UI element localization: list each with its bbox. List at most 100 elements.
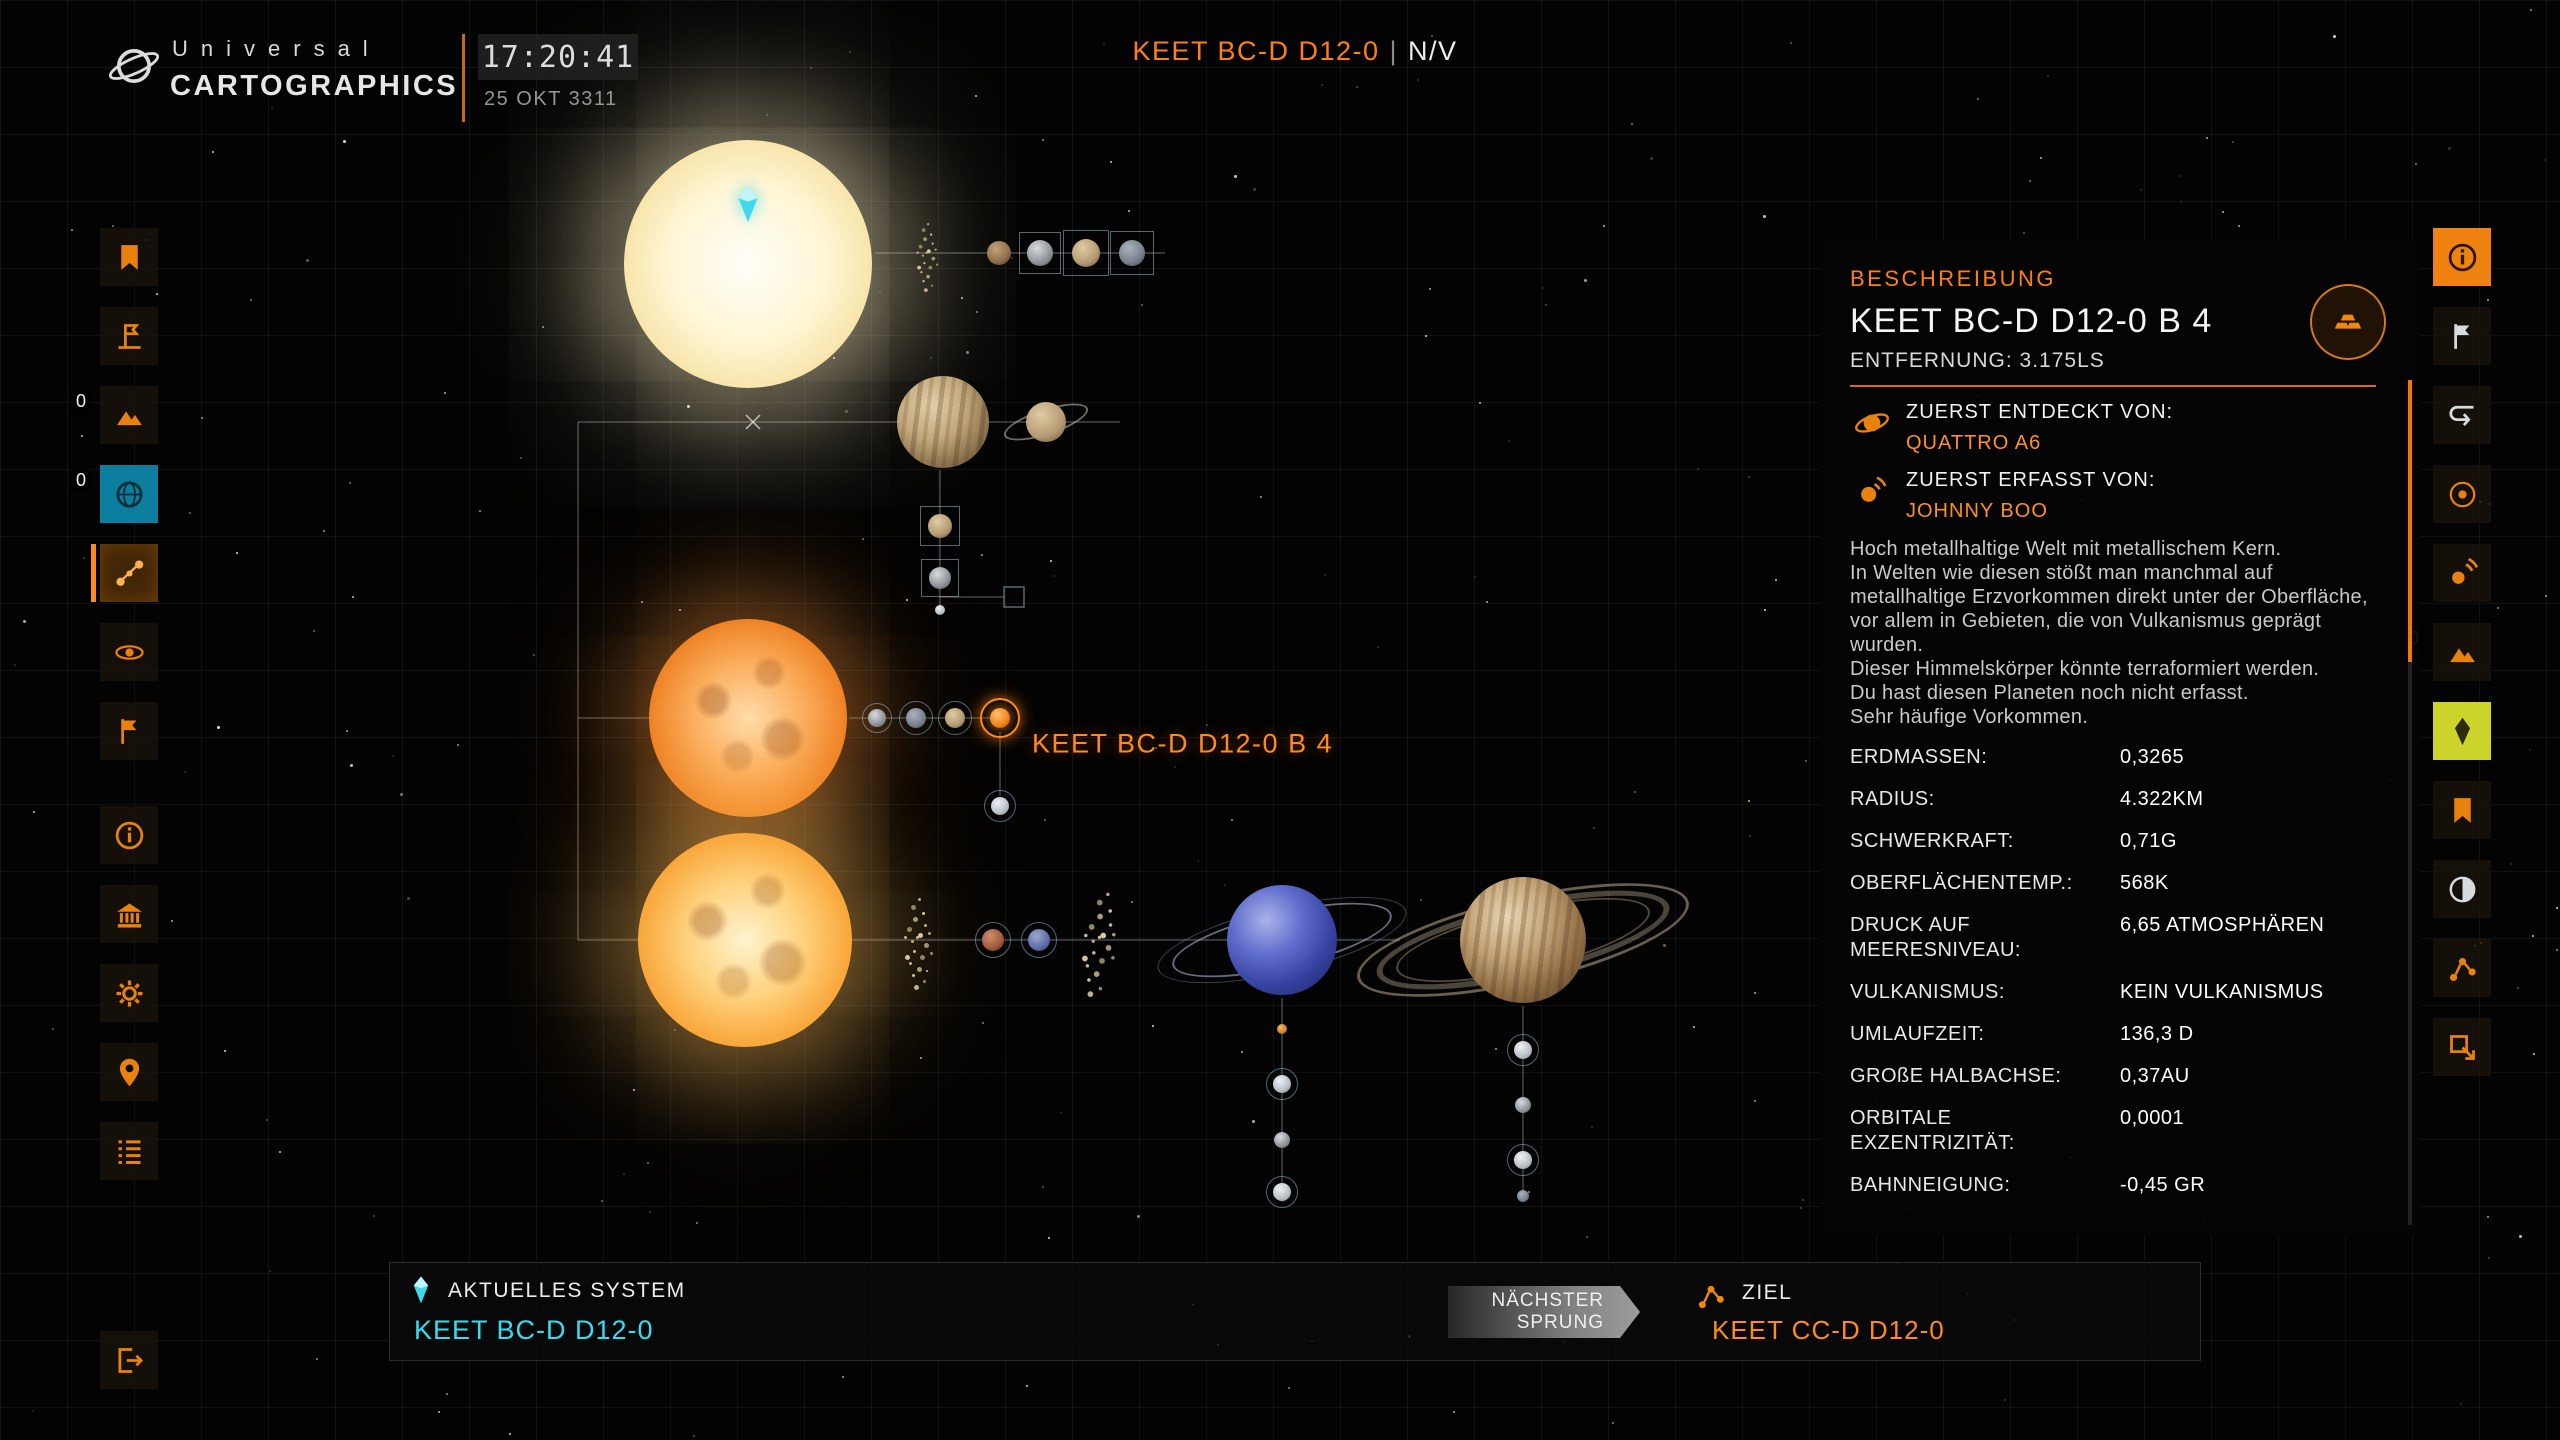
asteroid-belt xyxy=(926,252,929,255)
detail-value: 136,3 D xyxy=(2120,1022,2194,1047)
poi-marker-icon xyxy=(2446,715,2479,748)
selected-body-label: KEET BC-D D12-0 B 4 xyxy=(1032,729,1333,760)
flags-button[interactable] xyxy=(100,702,158,760)
target-body-button[interactable] xyxy=(2433,465,2491,523)
signals-button[interactable] xyxy=(2433,544,2491,602)
discovered-by-value: QUATTRO A6 xyxy=(1906,432,2173,455)
survey-button[interactable] xyxy=(100,307,158,365)
connections-icon xyxy=(2446,952,2479,985)
star-secondary[interactable] xyxy=(649,619,847,817)
return-route-button[interactable] xyxy=(2433,386,2491,444)
detail-row: DRUCK AUF MEERESNIVEAU: 6,65 ATMOSPHÄREN xyxy=(1850,913,2376,963)
route-return-icon xyxy=(2446,399,2479,432)
detail-label: SCHWERKRAFT: xyxy=(1850,829,2080,854)
brand-cartographics: CARTOGRAPHICS xyxy=(170,70,458,103)
gear-icon xyxy=(113,977,146,1010)
title-divider: | xyxy=(1380,36,1409,66)
night-view-button[interactable] xyxy=(2433,860,2491,918)
discovered-by-label: ZUERST ENTDECKT VON: xyxy=(1906,401,2173,424)
panel-divider xyxy=(1850,385,2376,387)
transfer-view-button[interactable] xyxy=(2433,1018,2491,1076)
bookmark-icon xyxy=(113,241,146,274)
detail-label: BAHNNEIGUNG: xyxy=(1850,1173,2080,1198)
flag-tab-button[interactable] xyxy=(2433,307,2491,365)
current-location-marker xyxy=(736,186,760,227)
system-title: KEET BC-D D12-0|N/V xyxy=(1132,36,1457,67)
info-icon xyxy=(113,819,146,852)
bookmarks-button[interactable] xyxy=(100,228,158,286)
left-toolbar: 0 0 xyxy=(100,228,158,1180)
orbital-view-button[interactable] xyxy=(100,544,158,602)
detail-label: UMLAUFZEIT: xyxy=(1850,1022,2080,1047)
transfer-icon xyxy=(2446,1031,2479,1064)
list-icon xyxy=(113,1135,146,1168)
detail-value: 0,37AU xyxy=(2120,1064,2190,1089)
panel-scrollbar[interactable] xyxy=(2408,380,2412,1225)
discovered-planet-icon xyxy=(1852,403,1892,443)
mapped-planet-icon xyxy=(1852,471,1892,511)
government-building-icon xyxy=(113,898,146,931)
globe-icon xyxy=(113,478,146,511)
services-button[interactable] xyxy=(100,885,158,943)
landable-worlds-button[interactable]: 0 xyxy=(100,465,158,523)
body-list-button[interactable] xyxy=(100,1122,158,1180)
detail-row: VULKANISMUS:KEIN VULKANISMUS xyxy=(1850,980,2376,1005)
poi-marker-button[interactable] xyxy=(2433,702,2491,760)
scrollbar-thumb[interactable] xyxy=(2408,380,2412,662)
detail-value: 6,65 ATMOSPHÄREN xyxy=(2120,913,2324,963)
body-distance: ENTFERNUNG: 3.175LS xyxy=(1850,349,2376,373)
gold-bars-icon xyxy=(2326,300,2370,344)
flag-icon xyxy=(2446,320,2479,353)
detail-label: ORBITALE EXZENTRIZITÄT: xyxy=(1850,1106,2080,1156)
bookmark-icon xyxy=(2446,794,2479,827)
orbit-plane-icon xyxy=(113,636,146,669)
distance-value: 3.175LS xyxy=(2020,349,2105,372)
clock: 17:20:41 xyxy=(478,34,638,80)
discovered-by-row: ZUERST ENTDECKT VON: QUATTRO A6 xyxy=(1850,401,2376,455)
current-system-marker-icon xyxy=(412,1276,430,1309)
detail-row: BAHNNEIGUNG:-0,45 GR xyxy=(1850,1173,2376,1198)
exit-map-button[interactable] xyxy=(100,1331,158,1389)
connections-button[interactable] xyxy=(2433,939,2491,997)
planet-signals-icon xyxy=(2446,557,2479,590)
detail-label: DRUCK AUF MEERESNIVEAU: xyxy=(1850,913,2080,963)
next-jump-line1: NÄCHSTER xyxy=(1448,1290,1604,1312)
universal-cartographics-logo-icon xyxy=(106,38,162,99)
terrain-count-badge: 0 xyxy=(70,390,92,413)
detail-value: KEIN VULKANISMUS xyxy=(2120,980,2324,1005)
system-title-suffix: N/V xyxy=(1408,36,1458,66)
body-details: ERDMASSEN:0,3265 RADIUS:4.322KM SCHWERKR… xyxy=(1850,745,2376,1198)
settings-button[interactable] xyxy=(100,964,158,1022)
globe-count-badge: 0 xyxy=(70,469,92,492)
star-tertiary[interactable] xyxy=(638,833,852,1047)
locations-button[interactable] xyxy=(100,1043,158,1101)
body-info-tab-button[interactable] xyxy=(2433,228,2491,286)
orbit-route-icon xyxy=(113,557,146,590)
detail-value: 0,71G xyxy=(2120,829,2177,854)
current-system-name: KEET BC-D D12-0 xyxy=(414,1315,654,1346)
mountain-icon xyxy=(113,399,146,432)
asteroid-belt xyxy=(916,936,920,940)
target-route-icon xyxy=(1695,1280,1727,1317)
info-filter-button[interactable] xyxy=(100,806,158,864)
star-primary[interactable] xyxy=(624,140,872,388)
terrain-tab-button[interactable]: 0 xyxy=(2433,623,2491,681)
universal-cartographics-header: Universal CARTOGRAPHICS 17:20:41 25 OKT … xyxy=(100,26,640,130)
exit-icon xyxy=(113,1344,146,1377)
current-system-label: AKTUELLES SYSTEM xyxy=(448,1279,686,1303)
exit-map-container xyxy=(100,1331,158,1389)
bookmark-tab-button[interactable] xyxy=(2433,781,2491,839)
next-jump-line2: SPRUNG xyxy=(1448,1312,1604,1334)
detail-row: GROßE HALBACHSE:0,37AU xyxy=(1850,1064,2376,1089)
body-info-panel: BESCHREIBUNG KEET BC-D D12-0 B 4 ENTFERN… xyxy=(1820,240,2420,1235)
next-jump-badge: NÄCHSTER SPRUNG xyxy=(1448,1286,1640,1338)
orbital-plane-button[interactable] xyxy=(100,623,158,681)
detail-value: 0,0001 xyxy=(2120,1106,2184,1156)
detail-value: 4.322KM xyxy=(2120,787,2204,812)
terrain-filter-button[interactable]: 0 xyxy=(100,386,158,444)
survey-flag-icon xyxy=(113,320,146,353)
detail-value: 568K xyxy=(2120,871,2169,896)
asteroid-belt xyxy=(1097,935,1102,940)
detail-row: UMLAUFZEIT: 136,3 D xyxy=(1850,1022,2376,1047)
